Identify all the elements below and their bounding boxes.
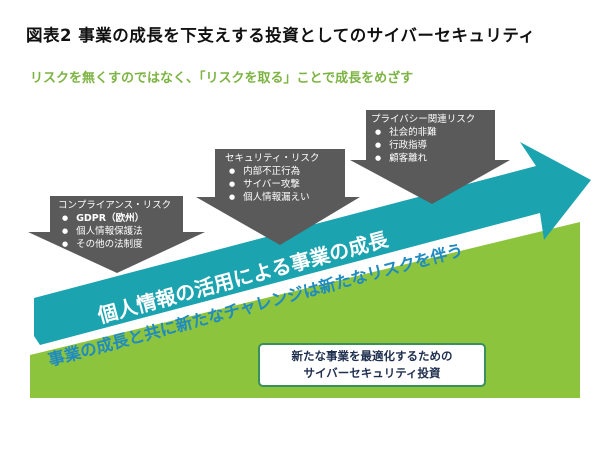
risk-item: GDPR（欧州） [58,212,171,225]
investment-line2: サイバーセキュリティ投資 [303,366,441,380]
figure-title: 図表2 事業の成長を下支えする投資としてのサイバーセキュリティ [26,26,536,45]
risk-header: コンプライアンス・リスク [58,200,172,211]
risk-item: 内部不正行為 [225,165,319,178]
risk-item: 社会的非難 [371,126,475,139]
risk-item: 個人情報漏えい [225,191,319,204]
risk-item: サイバー攻撃 [225,178,319,191]
risk-item: 個人情報保護法 [58,225,171,238]
figure-subtitle: リスクを無くすのではなく、「リスクを取る」ことで成長をめざす [30,71,414,86]
risk-item: 顧客離れ [371,152,475,165]
risk-box-security: セキュリティ・リスク 内部不正行為 サイバー攻撃 個人情報漏えい [225,152,319,204]
investment-box: 新たな事業を最適化するための サイバーセキュリティ投資 [258,343,486,387]
risk-header: セキュリティ・リスク [225,153,320,164]
risk-header: プライバシー関連リスク [371,114,476,125]
risk-box-compliance: コンプライアンス・リスク GDPR（欧州） 個人情報保護法 その他の法制度 [58,199,171,251]
risk-item: 行政指導 [371,139,475,152]
risk-item: その他の法制度 [58,238,171,251]
investment-line1: 新たな事業を最適化するための [291,349,453,363]
risk-box-privacy: プライバシー関連リスク 社会的非難 行政指導 顧客離れ [371,113,475,165]
